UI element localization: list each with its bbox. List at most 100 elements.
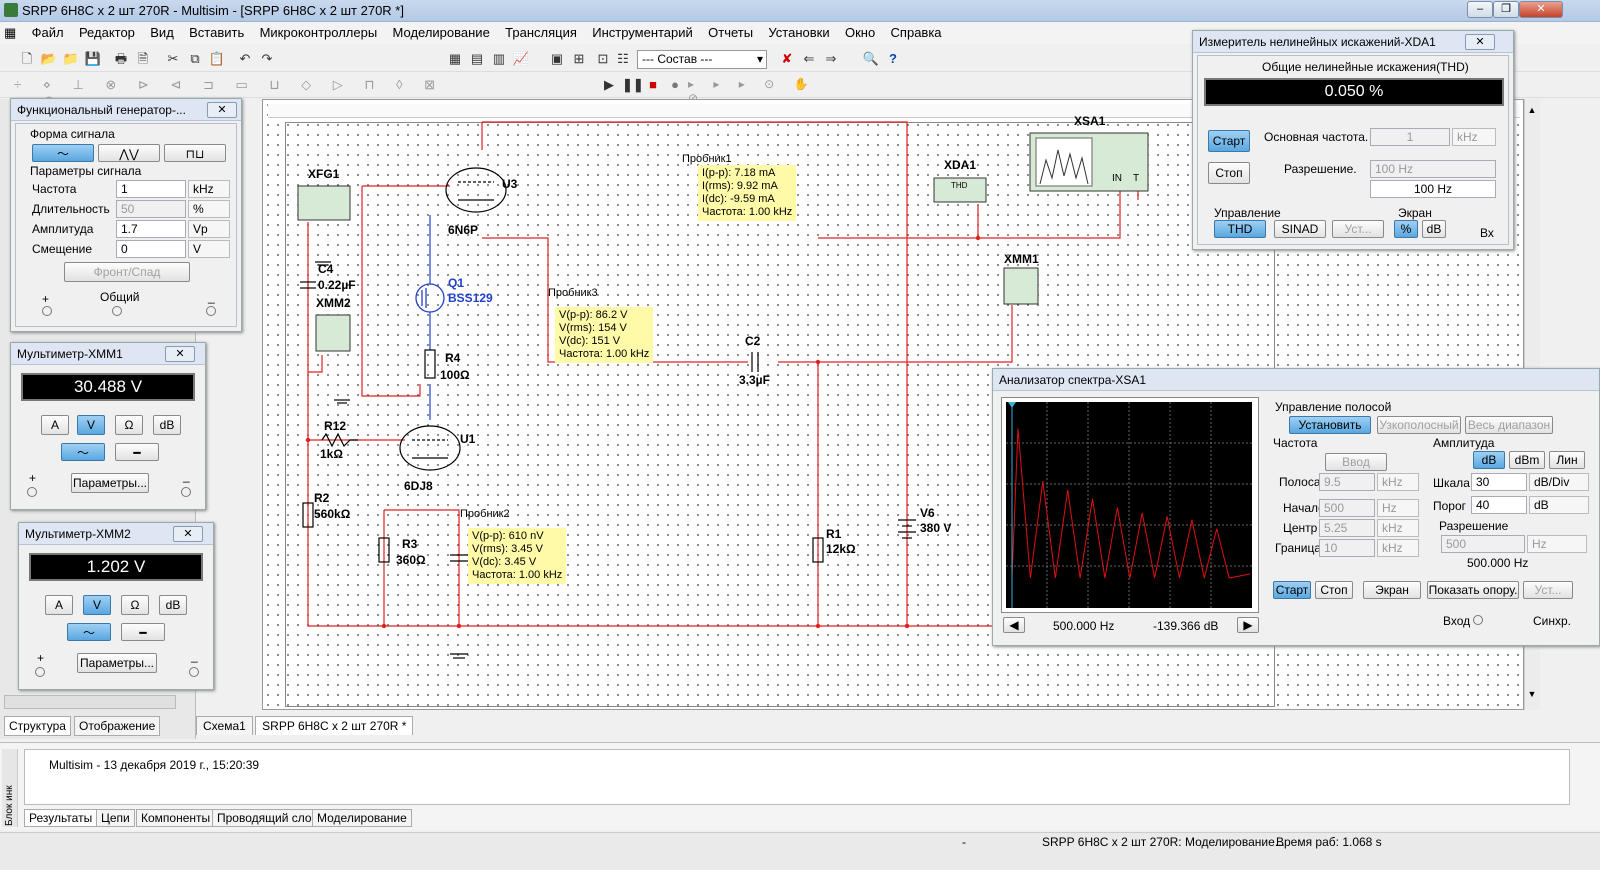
terminal-icon[interactable] <box>189 667 199 677</box>
sinad-mode-button[interactable]: SINAD <box>1274 220 1326 238</box>
thd-mode-button[interactable]: THD <box>1214 220 1266 238</box>
sa-screen-button[interactable]: Экран <box>1363 581 1421 599</box>
xmm2-settings-button[interactable]: Параметры... <box>77 653 157 673</box>
run-icon[interactable]: ▶ <box>604 77 614 92</box>
close-icon[interactable]: ✕ <box>173 526 203 542</box>
close-icon[interactable]: ✕ <box>207 102 237 118</box>
step-icon[interactable]: ● <box>671 77 679 92</box>
linear-scale-button[interactable]: Лин <box>1549 451 1585 469</box>
dc-button[interactable]: ━ <box>121 623 165 641</box>
print-icon[interactable]: 🖶 <box>114 51 128 66</box>
erc-icon[interactable]: ✘ <box>781 51 793 66</box>
fundamental-unit[interactable]: kHz <box>1452 128 1496 146</box>
new-icon[interactable]: 🗋 <box>21 51 33 66</box>
square-wave-button[interactable]: ⊓⊔ <box>164 144 226 162</box>
menu-insert[interactable]: Вставить <box>189 25 245 40</box>
offset-unit[interactable]: V <box>188 240 230 258</box>
probe2-box[interactable]: V(p-p): 610 nV V(rms): 3.45 V V(dc): 3.4… <box>468 528 567 584</box>
tab-schema1[interactable]: Схема1 <box>196 716 253 735</box>
enter-button[interactable]: Ввод <box>1325 453 1387 471</box>
close-icon[interactable]: ✕ <box>1519 1 1563 18</box>
center-input[interactable]: 5.25 <box>1319 519 1375 537</box>
frequency-input[interactable]: 1 <box>116 180 186 198</box>
db-scale-button[interactable]: dB <box>1473 451 1505 469</box>
open-icon[interactable]: 📂 <box>40 51 58 66</box>
ammeter-button[interactable]: A <box>45 595 73 615</box>
paste-icon[interactable]: 📋 <box>208 51 226 66</box>
menu-edit[interactable]: Редактор <box>78 25 135 40</box>
grid-icon[interactable]: ▦ <box>448 51 462 66</box>
terminal-icon[interactable] <box>112 306 122 316</box>
zero-span-button[interactable]: Узкополосный <box>1377 416 1461 434</box>
show-ref-button[interactable]: Показать опору. <box>1427 581 1519 599</box>
debug-icons[interactable]: ▸ ▸ ▸ ⊙ ✋ ⊘ <box>688 77 817 105</box>
menu-simulate[interactable]: Моделирование <box>392 25 490 40</box>
menu-mcu[interactable]: Микроконтроллеры <box>259 25 378 40</box>
tab-structure[interactable]: Структура <box>4 716 71 736</box>
full-span-button[interactable]: Весь диапазон <box>1465 416 1553 434</box>
start-input[interactable]: 500 <box>1319 499 1375 517</box>
span-unit[interactable]: kHz <box>1377 473 1419 491</box>
breadboard-icon[interactable]: ⊞ <box>573 51 585 66</box>
fundamental-input[interactable]: 1 <box>1370 128 1450 146</box>
db-button[interactable]: dB <box>1422 220 1446 238</box>
save-icon[interactable]: 💾 <box>84 51 102 66</box>
results-log[interactable]: Multisim - 13 декабря 2019 г., 15:20:39 <box>24 749 1570 805</box>
tab-simulation[interactable]: Моделирование <box>312 809 412 827</box>
sine-wave-button[interactable]: 〜 <box>32 144 94 162</box>
postprocessor-icon[interactable]: ▣ <box>550 51 564 66</box>
span-input[interactable]: 9.5 <box>1319 473 1375 491</box>
scale-input[interactable]: 30 <box>1471 473 1527 491</box>
menu-file[interactable]: Файл <box>31 25 64 40</box>
database-icon[interactable]: ▥ <box>492 51 506 66</box>
tab-srpp[interactable]: SRPP 6Н8С x 2 шт 270R * <box>255 716 414 735</box>
scroll-up-icon[interactable]: ▲ <box>1527 105 1537 115</box>
resolution-select[interactable]: 100 Hz <box>1370 160 1496 178</box>
menu-help[interactable]: Справка <box>890 25 942 40</box>
end-unit[interactable]: kHz <box>1377 539 1419 557</box>
terminal-icon[interactable] <box>1473 615 1483 625</box>
find-icon[interactable]: 🔍 <box>862 51 880 66</box>
dc-button[interactable]: ━ <box>115 443 159 461</box>
voltmeter-button[interactable]: V <box>83 595 111 615</box>
amplitude-unit[interactable]: Vp <box>188 220 230 238</box>
start-unit[interactable]: Hz <box>1377 499 1419 517</box>
resolution-unit[interactable]: Hz <box>1527 535 1587 553</box>
set-span-button[interactable]: Установить <box>1289 416 1371 434</box>
tab-components[interactable]: Компоненты <box>136 809 216 827</box>
voltmeter-button[interactable]: V <box>77 415 105 435</box>
db-button[interactable]: dB <box>153 415 181 435</box>
thd-settings-button[interactable]: Уст... <box>1332 220 1384 238</box>
percent-button[interactable]: % <box>1394 220 1418 238</box>
thd-stop-button[interactable]: Стоп <box>1208 162 1250 184</box>
terminal-icon[interactable] <box>35 667 45 677</box>
probe1-box[interactable]: I(p-p): 7.18 mA I(rms): 9.92 mA I(dc): -… <box>698 165 797 221</box>
terminal-icon[interactable] <box>27 487 37 497</box>
open-sample-icon[interactable]: 📁 <box>62 51 80 66</box>
terminal-icon[interactable] <box>181 487 191 497</box>
print-preview-icon[interactable]: 🗎 <box>137 51 149 66</box>
menu-window[interactable]: Окно <box>844 25 876 40</box>
threshold-unit[interactable]: dB <box>1529 496 1589 514</box>
forward-annotate-icon[interactable]: ⇒ <box>825 51 837 66</box>
resolution-input[interactable]: 500 <box>1441 535 1525 553</box>
menu-transfer[interactable]: Трансляция <box>505 25 577 40</box>
description-icon[interactable]: ⊡ <box>597 51 609 66</box>
list-icon[interactable]: ☷ <box>617 51 629 66</box>
cut-icon[interactable]: ✂ <box>167 51 179 66</box>
menu-tools[interactable]: Инструментарий <box>592 25 693 40</box>
ac-button[interactable]: 〜 <box>67 623 111 641</box>
restore-icon[interactable]: ❐ <box>1493 1 1519 18</box>
threshold-input[interactable]: 40 <box>1471 496 1527 514</box>
duty-unit[interactable]: % <box>188 200 230 218</box>
cursor-right-icon[interactable]: ▶ <box>1237 617 1259 633</box>
ohmmeter-button[interactable]: Ω <box>115 415 143 435</box>
xmm1-settings-button[interactable]: Параметры... <box>71 473 149 493</box>
stop-icon[interactable]: ■ <box>649 77 657 92</box>
ac-button[interactable]: 〜 <box>61 443 105 461</box>
minimize-icon[interactable]: – <box>1467 1 1493 18</box>
tab-nets[interactable]: Цепи <box>96 809 135 827</box>
probe3-box[interactable]: V(p-p): 86.2 V V(rms): 154 V V(dc): 151 … <box>555 307 654 363</box>
pause-icon[interactable]: ❚❚ <box>622 77 644 92</box>
rise-fall-button[interactable]: Фронт/Спад <box>64 262 190 282</box>
